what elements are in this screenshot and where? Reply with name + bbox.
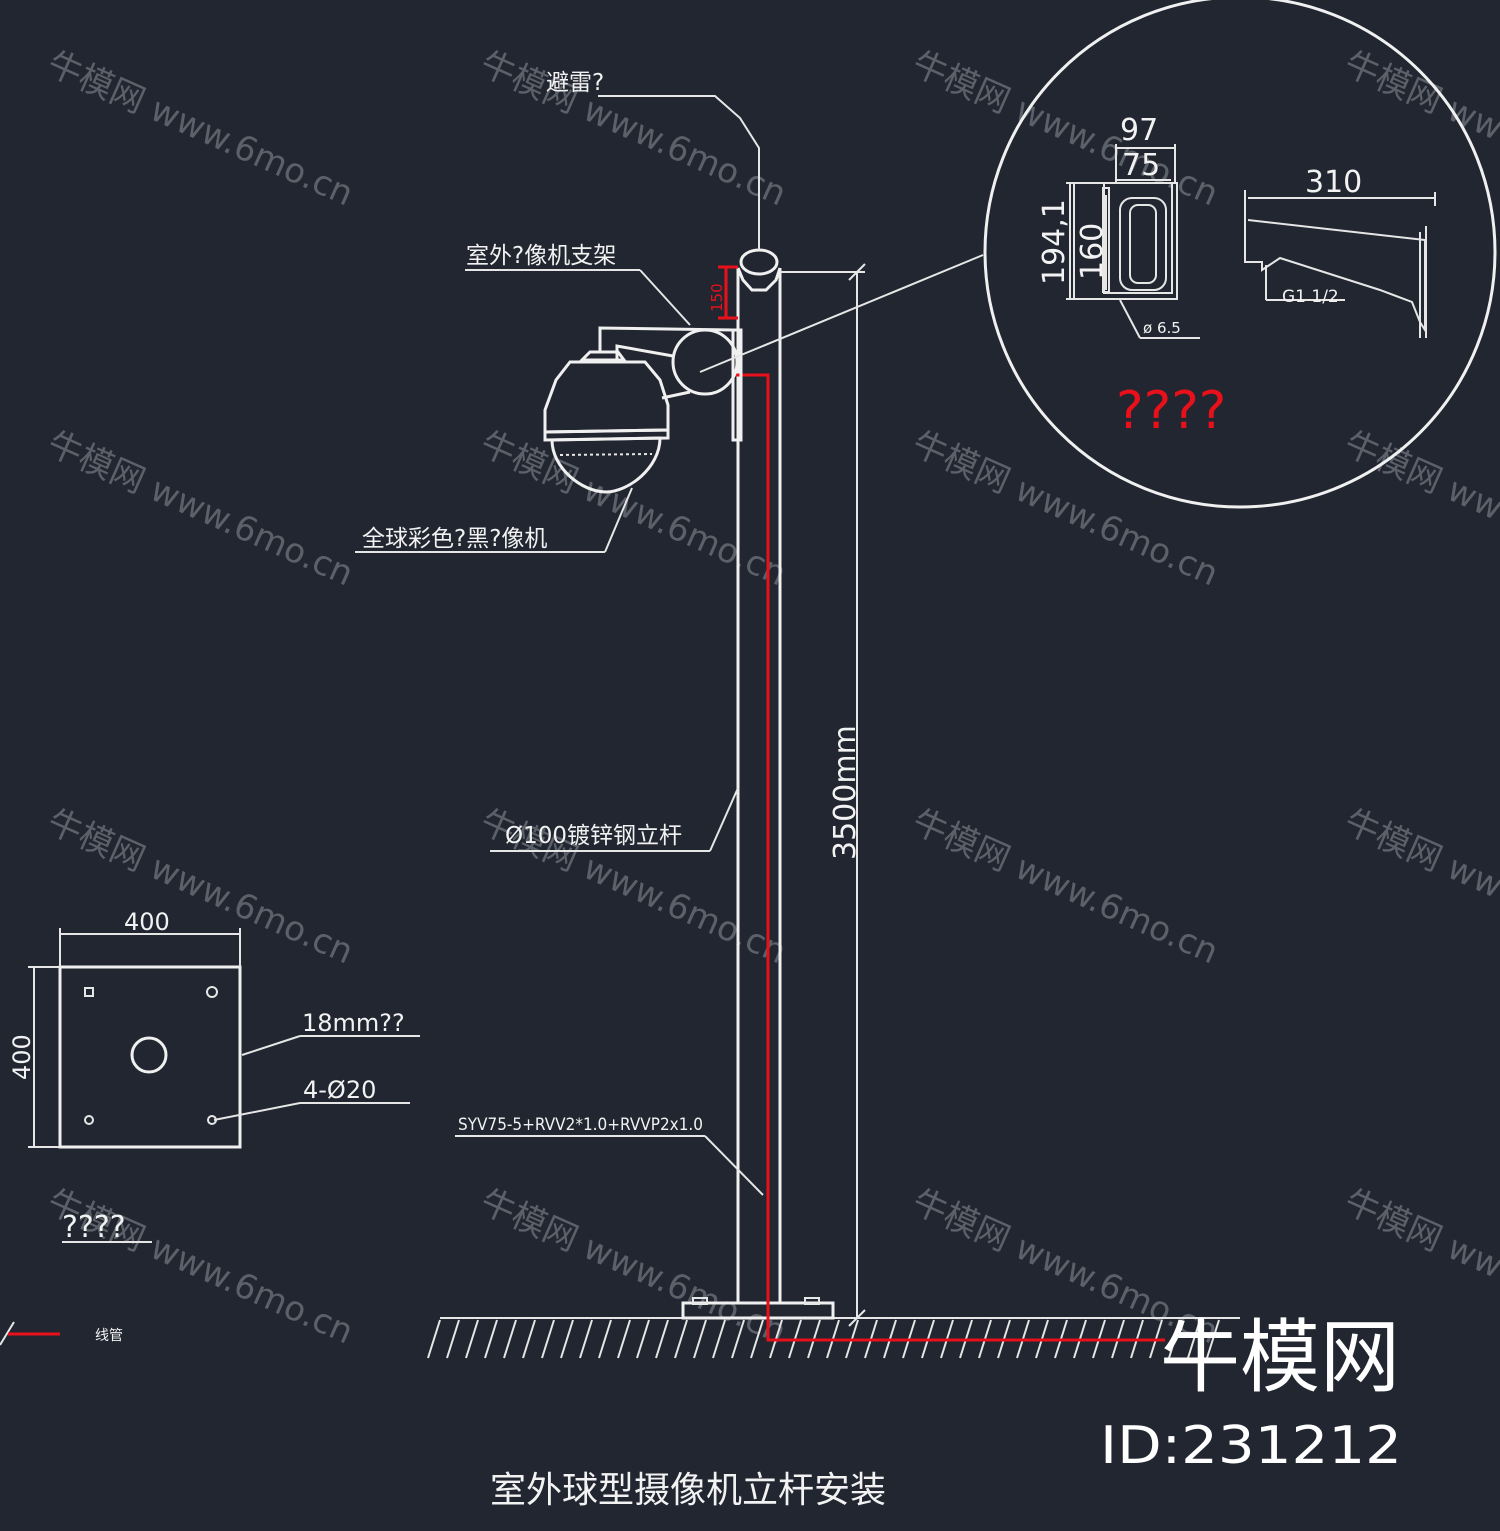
hatch-stroke: [712, 1319, 726, 1359]
watermark: 牛模网 www.6mo.cn: [906, 802, 1224, 973]
brand-logo-text: 牛模网: [1160, 1311, 1400, 1404]
annotations: 避雷? 室外?像机支架 全球彩色?黑?像机 Ø100镀锌钢立杆 SYV75-5+…: [355, 70, 764, 1196]
cable-route: 150: [708, 265, 1165, 1342]
detail-width-75: 75: [1122, 148, 1160, 183]
hatch-stroke: [1206, 1319, 1220, 1359]
hatch-stroke: [731, 1319, 745, 1359]
brand-stamp: 牛模网 ID:231212: [1100, 1311, 1402, 1476]
camera-label: 全球彩色?黑?像机: [362, 526, 547, 552]
ground: [427, 1317, 1240, 1359]
watermark: 牛模网 www.6mo.cn: [41, 1182, 359, 1353]
hatch-stroke: [1168, 1319, 1182, 1359]
hatch-stroke: [446, 1319, 460, 1359]
hatch-stroke: [465, 1319, 479, 1359]
red-offset-dimension: 150: [708, 283, 726, 312]
detail-height-160: 160: [1075, 223, 1110, 280]
base-plate-holes: 4-Ø20: [303, 1076, 376, 1104]
drawing-title: 室外球型摄像机立杆安装: [490, 1470, 886, 1511]
dome-camera: [543, 350, 670, 494]
watermark: 牛模网 www.6mo.cn: [41, 802, 359, 973]
watermark: 牛模网 www.6mo.cn: [906, 424, 1224, 595]
base-plate-caption: ????: [62, 1210, 126, 1245]
hatch-stroke: [1187, 1319, 1201, 1359]
cable-spec-label: SYV75-5+RVV2*1.0+RVVP2x1.0: [458, 1115, 703, 1135]
hatch-stroke: [522, 1319, 536, 1359]
hatch-stroke: [750, 1319, 764, 1359]
base-plate-height: 400: [8, 1034, 36, 1080]
watermark: 牛模网 www.6mo.cn: [1338, 424, 1500, 595]
base-plate-width: 400: [124, 908, 170, 936]
detail-height-194: 194,1: [1037, 199, 1072, 285]
hatch-stroke: [636, 1319, 650, 1359]
hatch-stroke: [655, 1319, 669, 1359]
watermark: 牛模网 www.6mo.cn: [474, 1182, 792, 1353]
watermark: 牛模网 www.6mo.cn: [474, 44, 792, 215]
height-dimension: 3500mm: [780, 263, 866, 1327]
detail-caption: ????: [1116, 381, 1226, 441]
hatch-stroke: [693, 1319, 707, 1359]
bracket-detail-callout: 97 75 194,1 160 ø 6.5 310 G1 1/2 ????: [699, 0, 1497, 509]
watermark: 牛模网 www.6mo.cn: [1338, 802, 1500, 973]
hatch-stroke: [484, 1319, 498, 1359]
lightning-rod-label: 避雷?: [546, 70, 604, 96]
legend: 线管: [0, 1321, 123, 1346]
pole-height-label: 3500mm: [828, 725, 863, 860]
watermark: 牛模网 www.6mo.cn: [41, 44, 359, 215]
hatch-stroke: [541, 1319, 555, 1359]
hatch-stroke: [427, 1319, 441, 1359]
watermark-layer: 牛模网 www.6mo.cn 牛模网 www.6mo.cn 牛模网 www.6m…: [41, 44, 1500, 1353]
hatch-stroke: [579, 1319, 593, 1359]
bracket-label: 室外?像机支架: [466, 243, 616, 269]
hatch-stroke: [503, 1319, 517, 1359]
camera-bracket: [598, 326, 743, 442]
pole-spec-label: Ø100镀锌钢立杆: [505, 823, 682, 849]
base-plate-thickness: 18mm??: [302, 1009, 405, 1037]
legend-label: 线管: [95, 1328, 123, 1344]
brand-id: ID:231212: [1100, 1416, 1402, 1476]
hatch-stroke: [617, 1319, 631, 1359]
detail-arm-length: 310: [1305, 165, 1362, 200]
base-plate-detail: 400 400 18mm?? 4-Ø20 ????: [8, 908, 420, 1245]
detail-thread-size: G1 1/2: [1282, 287, 1339, 307]
hatch-stroke: [674, 1319, 688, 1359]
watermark: 牛模网 www.6mo.cn: [474, 424, 792, 595]
detail-width-97: 97: [1120, 113, 1158, 148]
detail-hole-dia: ø 6.5: [1143, 319, 1181, 337]
hatch-stroke: [560, 1319, 574, 1359]
watermark: 牛模网 www.6mo.cn: [41, 424, 359, 595]
hatch-stroke: [598, 1319, 612, 1359]
